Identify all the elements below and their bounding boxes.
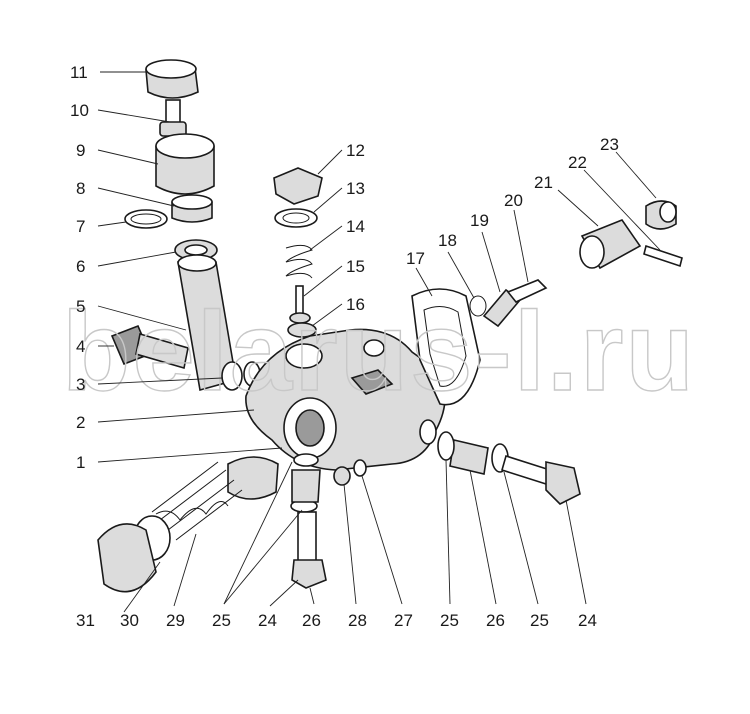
callout-1: 1 [76, 453, 85, 472]
callout-28-bottom: 28 [348, 611, 367, 630]
part-28-nut [333, 466, 351, 486]
callout-19: 19 [470, 211, 489, 230]
callout-30-bottom: 30 [120, 611, 139, 630]
callout-16: 16 [346, 295, 365, 314]
callout-17: 17 [406, 249, 425, 268]
part-6-ring [174, 239, 218, 261]
callout-12: 12 [346, 141, 365, 160]
callout-26-bottom-b: 26 [486, 611, 505, 630]
callout-3: 3 [76, 375, 85, 394]
callout-25-bottom-a: 25 [212, 611, 231, 630]
part-31-plug [97, 523, 157, 593]
part-14-spring [285, 244, 313, 279]
part-8-plug [171, 194, 213, 223]
callout-4: 4 [76, 337, 85, 356]
callout-11: 11 [70, 63, 88, 82]
callout-15: 15 [346, 257, 365, 276]
part-26-sleeve-left [227, 456, 279, 500]
part-12-plug [273, 167, 323, 205]
part-25-rings-center [290, 453, 319, 513]
part-21-lever [579, 219, 642, 270]
callout-13: 13 [346, 179, 365, 198]
callout-25-bottom-c: 25 [530, 611, 549, 630]
part-26-sleeve-right [449, 439, 489, 475]
callout-numbers: 11 10 9 8 7 6 5 4 3 2 1 12 13 14 15 16 1… [70, 63, 619, 630]
part-2-pump-body [245, 328, 446, 471]
callout-10: 10 [70, 101, 89, 120]
callout-26-bottom-a: 26 [302, 611, 321, 630]
callout-25-bottom-b: 25 [440, 611, 459, 630]
part-15-valve [289, 285, 311, 324]
part-10-rod [159, 99, 187, 137]
callout-31-bottom: 31 [76, 611, 95, 630]
callout-6: 6 [76, 257, 85, 276]
part-22-pin [643, 244, 683, 268]
part-7-o-ring [124, 209, 168, 229]
part-11-cap [145, 59, 199, 99]
callout-21: 21 [534, 173, 553, 192]
part-26-sleeve-center [291, 469, 321, 503]
callout-29-bottom: 29 [166, 611, 185, 630]
part-23-bushing [645, 200, 677, 230]
callout-14: 14 [346, 217, 365, 236]
part-29-spring [151, 461, 243, 541]
part-9-nut [155, 133, 215, 195]
callout-20: 20 [504, 191, 523, 210]
callout-24-bottom-b: 24 [578, 611, 597, 630]
part-24-bolt-center [291, 511, 327, 589]
part-24-bolt-right [501, 454, 581, 505]
callout-24-bottom-a: 24 [258, 611, 277, 630]
part-18-snap-ring [469, 295, 487, 317]
part-4-union-bolt [110, 324, 189, 370]
part-27-ring [353, 459, 367, 477]
part-20-nipple [506, 279, 548, 303]
callout-27-bottom: 27 [394, 611, 413, 630]
part-17-gasket [411, 288, 481, 406]
callout-22: 22 [568, 153, 587, 172]
callout-8: 8 [76, 179, 85, 198]
callout-23: 23 [600, 135, 619, 154]
callout-7: 7 [76, 217, 85, 236]
part-13-washer [274, 208, 318, 228]
callout-9: 9 [76, 141, 85, 160]
callout-2: 2 [76, 413, 85, 432]
callout-5: 5 [76, 297, 85, 316]
part-16-seat [287, 322, 317, 338]
callout-18: 18 [438, 231, 457, 250]
watermark-text: belarus-l.ru [62, 289, 696, 414]
leader-lines [97, 71, 661, 613]
